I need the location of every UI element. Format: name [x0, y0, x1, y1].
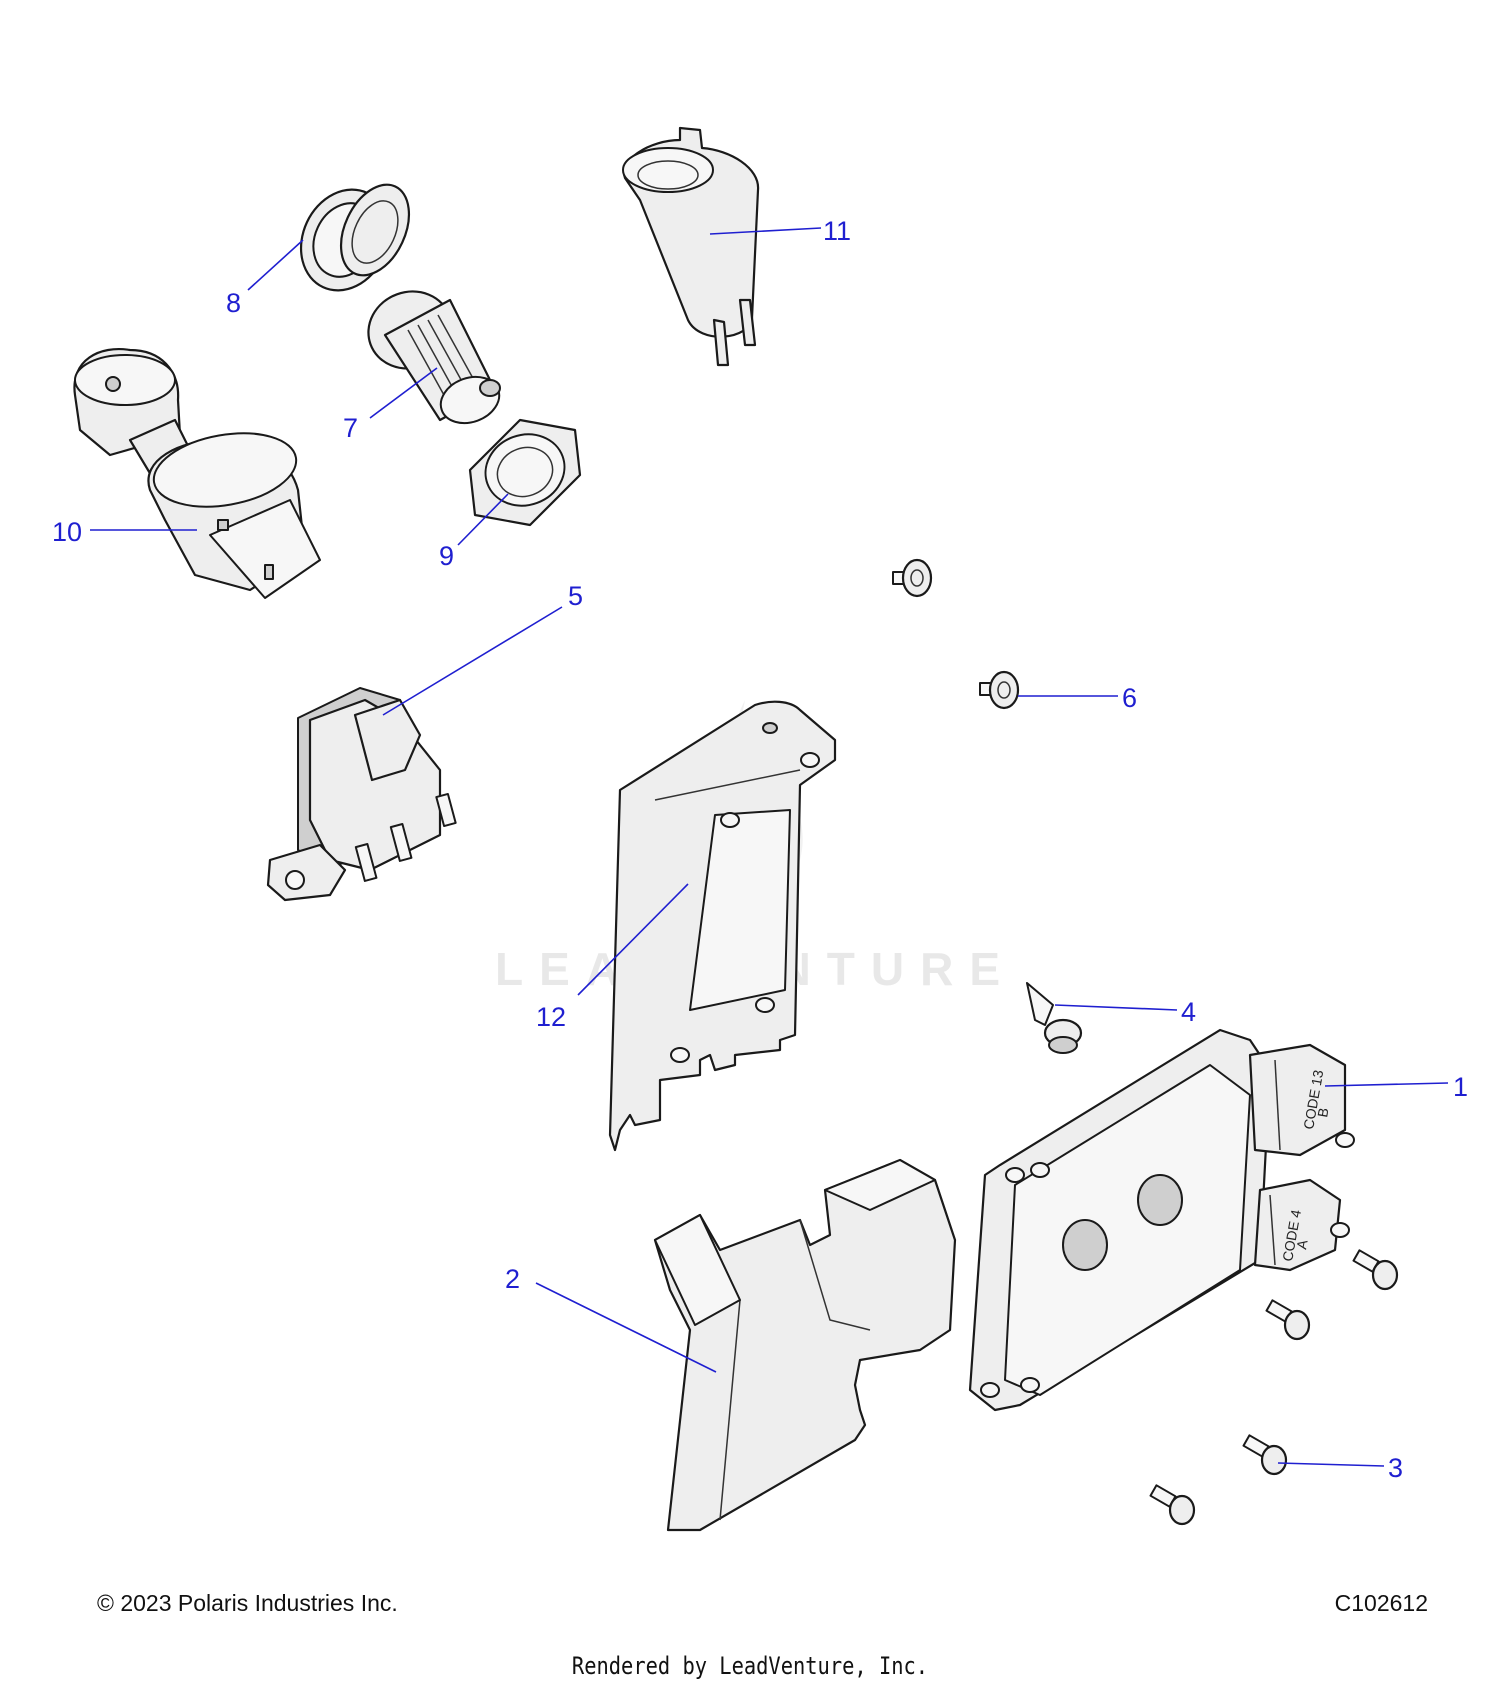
- bracket-studs: [670, 752, 820, 1063]
- screw-c: [1242, 1434, 1288, 1476]
- part-6-screws[interactable]: [892, 558, 1020, 710]
- callout-9[interactable]: 9: [439, 541, 454, 571]
- rendered-by-text: Rendered by LeadVenture, Inc.: [571, 1652, 929, 1680]
- callout-6[interactable]: 6: [1122, 683, 1137, 713]
- callout-11[interactable]: 11: [823, 216, 851, 246]
- callout-4[interactable]: 4: [1181, 997, 1196, 1027]
- leader-4: [1054, 1004, 1178, 1011]
- leader-5: [382, 606, 563, 716]
- leader-1: [1324, 1082, 1449, 1087]
- part-12-bracket[interactable]: [608, 700, 837, 1152]
- part-2-cover[interactable]: [653, 1158, 957, 1532]
- leader-11: [709, 227, 822, 235]
- callout-10[interactable]: 10: [52, 517, 82, 547]
- part-5-relay[interactable]: [266, 687, 457, 902]
- diagram-code: C102612: [1334, 1590, 1428, 1616]
- part-4-clip[interactable]: [1026, 982, 1083, 1054]
- leader-2: [535, 1282, 717, 1373]
- screw-d: [1149, 1484, 1196, 1526]
- callout-8[interactable]: 8: [226, 288, 241, 318]
- part-3-screws[interactable]: [1149, 1249, 1399, 1526]
- part-8-ring[interactable]: [285, 174, 423, 305]
- leader-3: [1277, 1462, 1385, 1467]
- ecu-code-lower-sub: A: [1293, 1238, 1310, 1251]
- callout-7[interactable]: 7: [343, 413, 358, 443]
- part-7-threaded-socket[interactable]: [358, 280, 506, 431]
- screw-b: [1265, 1299, 1311, 1341]
- copyright-text: © 2023 Polaris Industries Inc.: [97, 1590, 398, 1616]
- callout-3[interactable]: 3: [1388, 1453, 1403, 1483]
- callout-2[interactable]: 2: [505, 1264, 520, 1294]
- callout-5[interactable]: 5: [568, 581, 583, 611]
- callouts: 1 2 3 4 5 6 7 8 9 10 11 12: [52, 216, 1468, 1483]
- leader-12: [577, 883, 689, 996]
- leader-8: [247, 239, 304, 291]
- leader-7: [369, 367, 438, 419]
- callout-1[interactable]: 1: [1453, 1072, 1468, 1102]
- part-9-nut[interactable]: [468, 418, 582, 527]
- screw-lower: [979, 670, 1020, 710]
- part-10-key-switch[interactable]: [73, 348, 321, 599]
- callout-12[interactable]: 12: [536, 1002, 566, 1032]
- part-1-ecu[interactable]: CODE 13 B CODE 4 A: [968, 1028, 1355, 1412]
- part-11-socket[interactable]: [622, 126, 760, 367]
- screw-upper: [892, 558, 933, 598]
- screw-a: [1352, 1249, 1399, 1291]
- ecu-mounting-studs: [980, 1132, 1355, 1398]
- leader-lines: [90, 227, 1449, 1467]
- ecu-code-upper-sub: B: [1314, 1107, 1331, 1119]
- leader-9: [457, 493, 509, 546]
